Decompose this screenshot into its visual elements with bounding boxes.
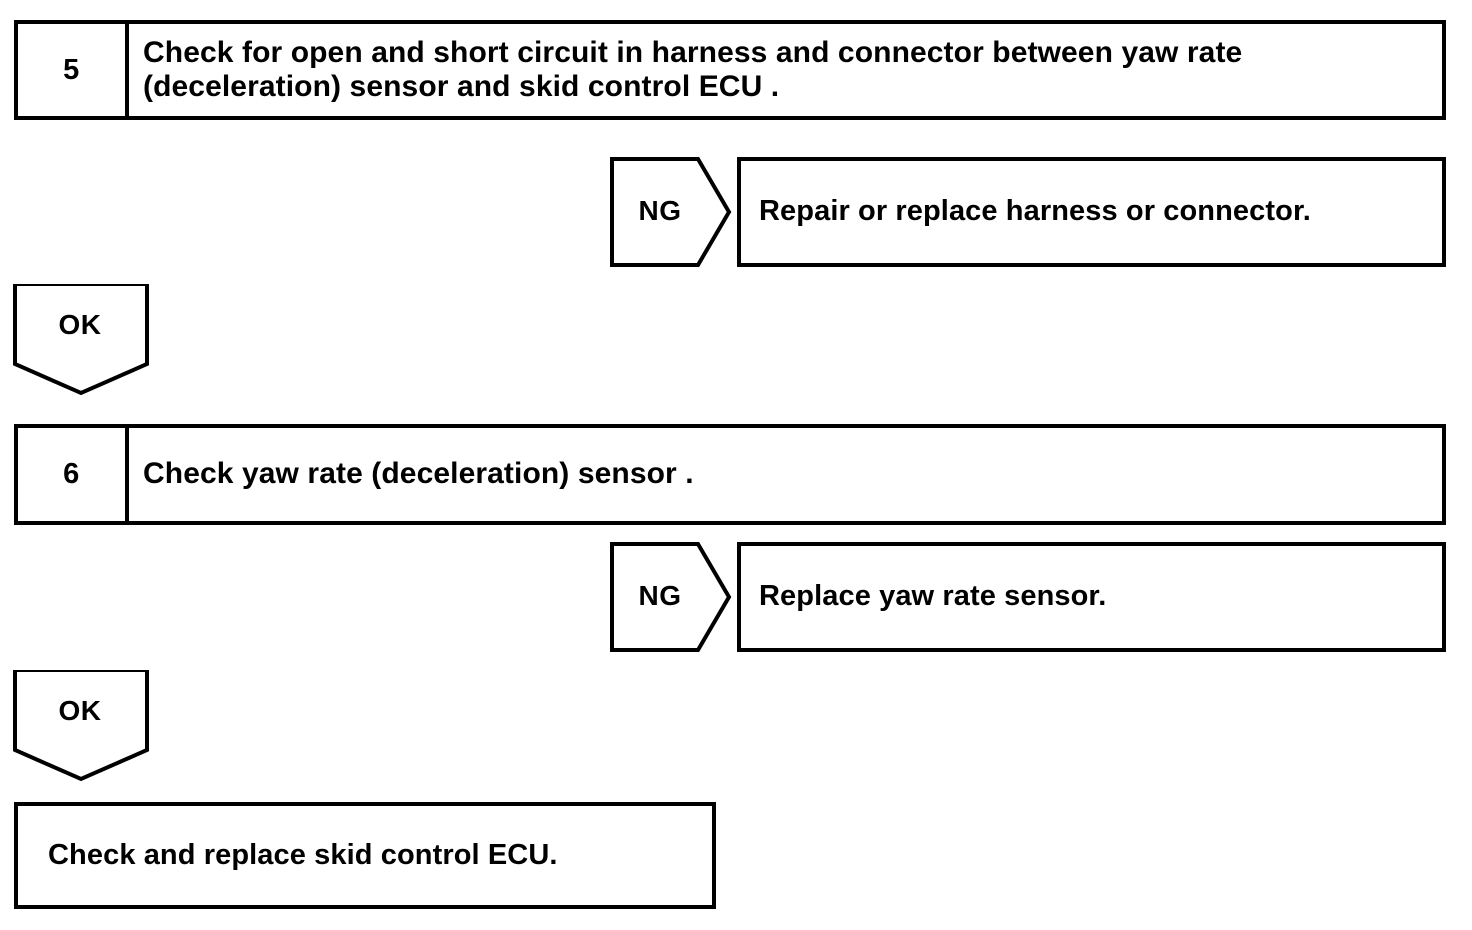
ng-connector-2-label: NG — [638, 580, 682, 611]
final-action-box: Check and replace skid control ECU. — [14, 802, 716, 909]
ok-connector-2: OK — [13, 670, 151, 782]
step-6-number: 6 — [18, 428, 129, 521]
step-6-text: Check yaw rate (deceleration) sensor . — [143, 457, 694, 491]
step-5-box: 5 Check for open and short circuit in ha… — [14, 20, 1446, 120]
ng-result-text-1: Repair or replace harness or connector. — [759, 195, 1311, 228]
ng-result-box-1: Repair or replace harness or connector. — [737, 157, 1446, 267]
ok-arrow-icon — [13, 670, 149, 782]
ng-connector-2: NG — [610, 542, 732, 652]
ng-result-text-2: Replace yaw rate sensor. — [759, 580, 1107, 613]
step-5-number: 5 — [18, 24, 129, 116]
ng-connector-1: NG — [610, 157, 732, 267]
ng-arrow-icon — [610, 542, 732, 652]
ng-arrow-icon — [610, 157, 732, 267]
ok-connector-2-label: OK — [58, 695, 102, 726]
ok-arrow-icon — [13, 284, 149, 396]
step-5-text: Check for open and short circuit in harn… — [143, 35, 1243, 103]
step-6-box: 6 Check yaw rate (deceleration) sensor . — [14, 424, 1446, 525]
ok-connector-1: OK — [13, 284, 151, 396]
ng-result-box-2: Replace yaw rate sensor. — [737, 542, 1446, 652]
ng-connector-1-label: NG — [638, 195, 682, 226]
final-action-text: Check and replace skid control ECU. — [48, 838, 558, 871]
ok-connector-1-label: OK — [58, 309, 102, 340]
